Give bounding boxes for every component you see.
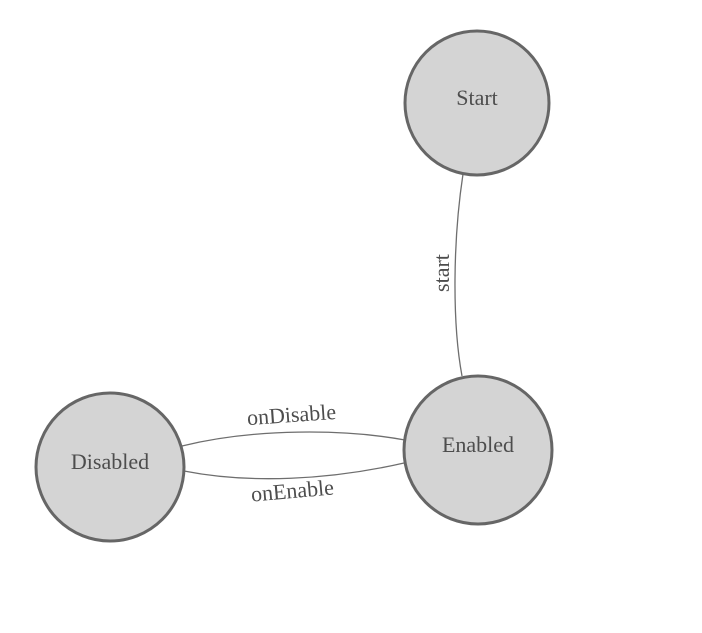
state-circle-start[interactable] bbox=[403, 29, 551, 177]
state-node-enabled[interactable]: Enabled bbox=[402, 374, 554, 526]
state-node-start[interactable]: Start bbox=[403, 29, 551, 177]
transition-edge-disabled-to-enabled[interactable] bbox=[183, 462, 405, 480]
state-label-disabled: Disabled bbox=[71, 449, 149, 474]
transition-disabled-to-enabled: onEnable bbox=[183, 462, 405, 507]
transition-edge-enabled-to-disabled[interactable] bbox=[181, 431, 406, 447]
state-node-disabled[interactable]: Disabled bbox=[34, 391, 186, 543]
transition-edge-start-to-enabled[interactable] bbox=[454, 173, 464, 377]
transition-label-enabled-to-disabled: onDisable bbox=[246, 399, 337, 430]
state-circle-enabled[interactable] bbox=[402, 374, 554, 526]
transition-enabled-to-disabled: onDisable bbox=[181, 399, 406, 447]
transition-start-to-enabled: start bbox=[429, 173, 464, 377]
transition-label-start-to-enabled: start bbox=[429, 254, 454, 292]
state-label-start: Start bbox=[456, 85, 498, 110]
state-label-enabled: Enabled bbox=[442, 432, 514, 457]
state-circle-disabled[interactable] bbox=[34, 391, 186, 543]
